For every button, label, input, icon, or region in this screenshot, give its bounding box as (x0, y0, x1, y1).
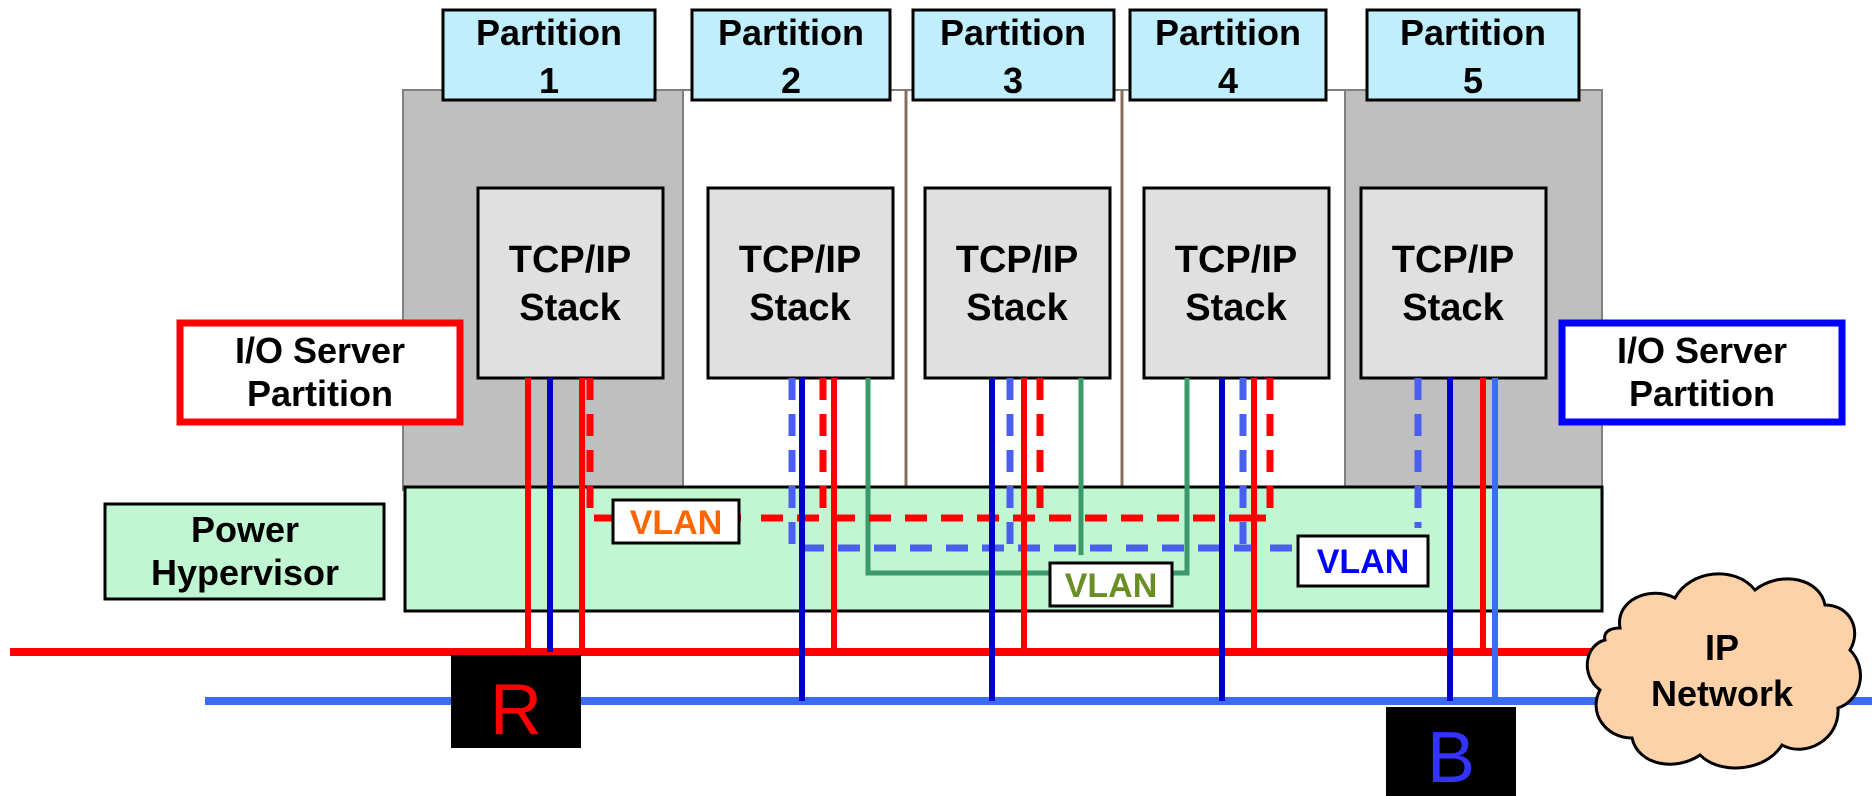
partition-header: Partition 5 (1365, 8, 1581, 102)
tcpip-stack: TCP/IP Stack (923, 186, 1112, 380)
vlan-text: VLAN (630, 504, 723, 542)
tcpip-stack: TCP/IP Stack (476, 186, 665, 380)
partition-header: Partition 3 (911, 8, 1116, 102)
red-vlan-dashed (1240, 378, 1274, 522)
blue-vlan-dashed (788, 378, 1298, 552)
partition-number: 3 (1003, 60, 1023, 101)
tcpip-stack: TCP/IP Stack (1142, 186, 1331, 380)
stack-label: TCP/IP (1175, 239, 1297, 281)
io-server-text: Partition (1629, 373, 1775, 414)
stack-label: Stack (1402, 287, 1504, 329)
io-server-text: Partition (247, 373, 393, 414)
io-server-text: I/O Server (235, 330, 405, 371)
partition-header: Partition 1 (441, 8, 657, 102)
red-connections (525, 378, 1486, 652)
adapter-b: B (1386, 707, 1516, 796)
io-server-text: I/O Server (1617, 330, 1787, 371)
red-vlan-dashed (586, 378, 741, 522)
cloud-text: IP (1705, 627, 1739, 668)
hypervisor-text: Hypervisor (151, 552, 339, 593)
green-vlan-line (865, 378, 1190, 576)
stack-label: TCP/IP (956, 239, 1078, 281)
ip-network-cloud: IP Network (1585, 572, 1862, 770)
partition-number: 2 (781, 60, 801, 101)
partition-number: 5 (1463, 60, 1483, 101)
partition-title: Partition (476, 12, 622, 53)
partition-number: 1 (539, 60, 559, 101)
partition-title: Partition (940, 12, 1086, 53)
tcpip-stack: TCP/IP Stack (1359, 186, 1548, 380)
partition-title: Partition (718, 12, 864, 53)
cloud-shape (1585, 572, 1862, 770)
tcpip-stack: TCP/IP Stack (706, 186, 895, 380)
partition-header: Partition 4 (1128, 8, 1328, 102)
adapter-label: R (490, 670, 542, 750)
vlan-label-blue: VLAN (1296, 534, 1430, 588)
io-server-label-right: I/O Server Partition (1558, 319, 1846, 426)
partition-header: Partition 2 (690, 8, 892, 102)
adapter-label: B (1427, 718, 1475, 796)
vlan-label-green: VLAN (1048, 561, 1174, 608)
adapter-r: R (451, 655, 581, 750)
partition-number: 4 (1218, 60, 1238, 101)
vlan-label-red: VLAN (611, 498, 741, 545)
hypervisor-label: Power Hypervisor (103, 502, 386, 601)
hypervisor-text: Power (191, 509, 299, 550)
vlan-text: VLAN (1317, 543, 1410, 581)
stack-label: Stack (966, 287, 1068, 329)
cloud-text: Network (1651, 673, 1794, 714)
io-server-label-left: I/O Server Partition (176, 319, 464, 426)
blue-connections (547, 378, 1453, 701)
partition-title: Partition (1400, 12, 1546, 53)
vlan-text: VLAN (1065, 567, 1158, 605)
stack-label: TCP/IP (509, 239, 631, 281)
stack-label: TCP/IP (739, 239, 861, 281)
stack-label: Stack (519, 287, 621, 329)
partition-title: Partition (1155, 12, 1301, 53)
stack-label: Stack (1185, 287, 1287, 329)
stack-label: TCP/IP (1392, 239, 1514, 281)
stack-label: Stack (749, 287, 851, 329)
